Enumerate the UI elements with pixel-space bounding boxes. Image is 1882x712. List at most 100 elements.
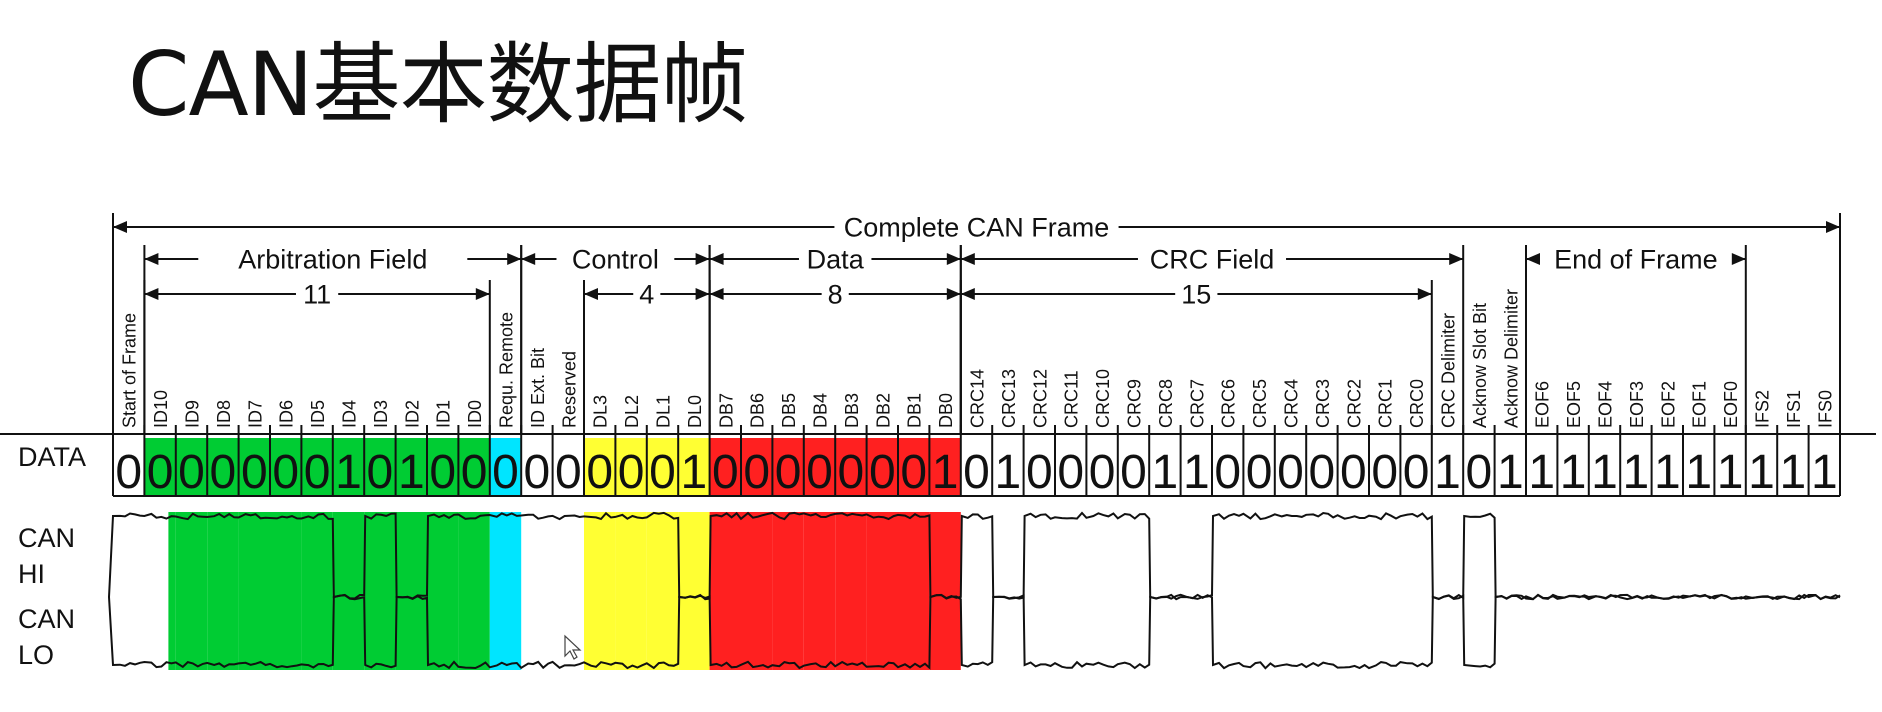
bit-label-id3: ID3 — [371, 400, 391, 428]
bit-label-ifs1: IFS1 — [1784, 390, 1804, 428]
bit-value-crc10: 0 — [1089, 446, 1116, 499]
bit-value-eof0: 1 — [1717, 446, 1744, 499]
data-cell-eof4 — [1588, 438, 1621, 496]
bit-value-acknow-slot-bit: 0 — [1466, 446, 1493, 499]
data-cell-id4 — [332, 438, 365, 496]
count-15-arrow-right — [1417, 288, 1432, 300]
bit-value-acknow-delimiter: 1 — [1497, 446, 1524, 499]
bit-label-eof0: EOF0 — [1721, 381, 1741, 428]
data-cell-eof6 — [1526, 438, 1558, 496]
bit-value-crc9: 0 — [1120, 446, 1147, 499]
data-cell-id7 — [238, 438, 270, 496]
complete-frame-arrow-right — [1826, 221, 1840, 233]
signal-fill-id9 — [175, 512, 208, 670]
bit-value-dl0: 1 — [681, 446, 708, 499]
signal-fill-db5 — [772, 512, 804, 670]
count-15-label: 15 — [1181, 280, 1211, 310]
bit-value-crc3: 0 — [1309, 446, 1336, 499]
data-cell-crc-delimiter — [1431, 438, 1464, 496]
field-arbitration-field-arrow-left — [144, 253, 159, 265]
data-cell-id2 — [395, 438, 427, 496]
signal-fill-requ-remote — [489, 512, 522, 670]
signal-fill-db2 — [866, 512, 898, 670]
bit-label-eof1: EOF1 — [1690, 381, 1710, 428]
data-cell-crc8 — [1149, 438, 1181, 496]
bit-value-id3: 0 — [367, 446, 394, 499]
count-15-arrow-left — [960, 288, 975, 300]
data-cell-id0 — [458, 438, 490, 496]
data-cell-ifs1 — [1777, 438, 1809, 496]
bit-value-eof6: 1 — [1528, 446, 1555, 499]
can-lo-waveform — [108, 593, 1841, 670]
bit-value-id2: 1 — [398, 446, 425, 499]
bit-value-id6: 0 — [272, 446, 299, 499]
bit-label-start-of-frame: Start of Frame — [120, 313, 140, 428]
field-end-of-frame-label: End of Frame — [1554, 245, 1718, 275]
count-8-arrow-right — [946, 288, 961, 300]
data-cell-crc6 — [1212, 438, 1244, 496]
data-cell-acknow-slot-bit — [1463, 438, 1495, 496]
bit-label-db5: DB5 — [779, 393, 799, 428]
bit-label-id5: ID5 — [308, 400, 328, 428]
bit-label-dl0: DL0 — [685, 395, 705, 428]
data-cell-db7 — [709, 438, 741, 496]
bit-value-eof3: 1 — [1623, 446, 1650, 499]
data-cell-ifs2 — [1745, 438, 1778, 496]
bit-label-id4: ID4 — [340, 400, 360, 428]
bit-label-crc3: CRC3 — [1313, 379, 1333, 428]
bit-value-crc5: 0 — [1246, 446, 1273, 499]
signal-fill-id10 — [168, 512, 176, 670]
data-cell-crc2 — [1337, 438, 1369, 496]
signal-fill-id1 — [427, 512, 459, 670]
bit-columns: Start of Frame0ID100ID90ID80ID70ID60ID50… — [0, 289, 1876, 499]
count-4-arrow-left — [584, 288, 598, 300]
data-cell-acknow-delimiter — [1494, 438, 1526, 496]
field-crc-field-arrow-right — [1449, 253, 1464, 265]
bit-value-crc1: 0 — [1371, 446, 1398, 499]
bit-label-ifs2: IFS2 — [1753, 390, 1773, 428]
bit-label-crc14: CRC14 — [968, 369, 988, 428]
bit-value-crc11: 0 — [1057, 446, 1084, 499]
field-control-arrow-left — [521, 253, 536, 265]
signal-fill-id5 — [301, 512, 333, 670]
complete-frame-arrow-left — [113, 221, 127, 233]
bit-value-crc0: 0 — [1403, 446, 1430, 499]
signal-fill-id2 — [395, 512, 427, 670]
data-cell-requ-remote — [489, 438, 522, 496]
bit-value-db4: 0 — [806, 446, 833, 499]
can-signal-waveforms — [108, 511, 1841, 670]
signal-fill-id7 — [238, 512, 270, 670]
bit-label-db0: DB0 — [936, 393, 956, 428]
bit-label-crc-delimiter: CRC Delimiter — [1439, 313, 1459, 428]
data-cell-crc1 — [1369, 438, 1401, 496]
bit-value-db5: 0 — [775, 446, 802, 499]
count-4-label: 4 — [639, 280, 654, 310]
row-label-can-lo-line1: CAN — [18, 604, 75, 634]
bit-label-id2: ID2 — [402, 400, 422, 428]
bit-label-crc11: CRC11 — [1062, 370, 1082, 428]
bit-label-id0: ID0 — [465, 400, 485, 428]
signal-fill-db3 — [835, 512, 867, 670]
count-8-arrow-left — [709, 288, 724, 300]
bit-value-eof4: 1 — [1591, 446, 1618, 499]
data-cell-start-of-frame — [113, 438, 145, 496]
bit-value-db6: 0 — [743, 446, 770, 499]
data-cell-id1 — [427, 438, 459, 496]
signal-fill-id6 — [270, 512, 302, 670]
data-cell-db1 — [898, 438, 930, 496]
data-cell-id9 — [175, 438, 208, 496]
bit-value-id-ext-bit: 0 — [524, 446, 551, 499]
count-11-arrow-left — [144, 288, 159, 300]
bit-value-crc13: 1 — [995, 446, 1022, 499]
data-cell-dl2 — [615, 438, 647, 496]
data-cell-dl0 — [678, 438, 710, 496]
page-title: CAN基本数据帧 — [128, 33, 748, 136]
mouse-cursor-icon — [564, 634, 582, 660]
signal-fill-dl1 — [646, 512, 679, 670]
bit-value-id7: 0 — [241, 446, 268, 499]
data-cell-crc12 — [1023, 438, 1055, 496]
field-data-label: Data — [807, 245, 865, 275]
signal-fill-dl3 — [584, 512, 616, 670]
signal-fill-id8 — [207, 512, 239, 670]
bit-label-crc4: CRC4 — [1282, 379, 1302, 428]
